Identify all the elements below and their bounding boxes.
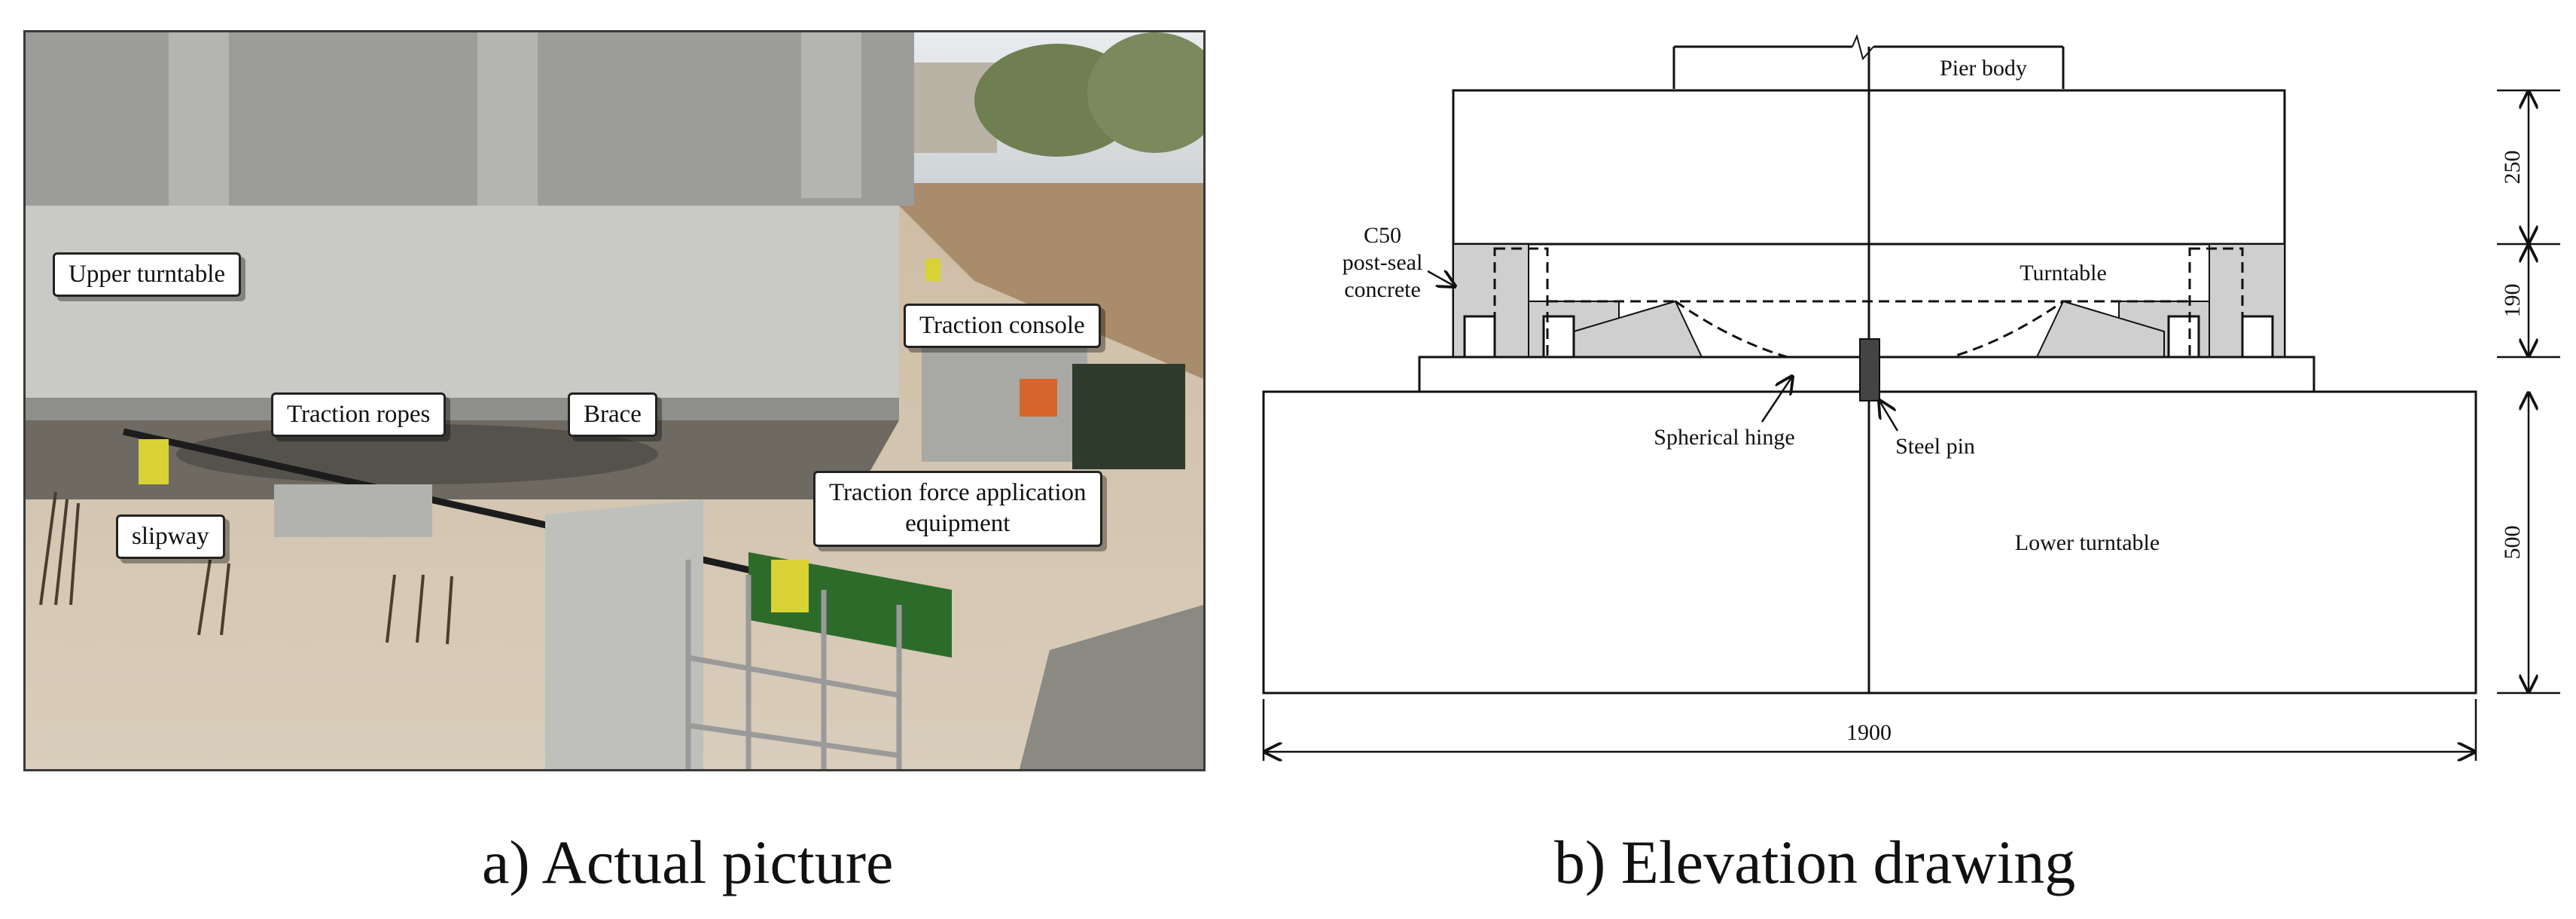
callout-traction-console: Traction console — [904, 304, 1101, 349]
caption-panel-a: a) Actual picture — [482, 828, 894, 896]
bridge-girder — [26, 32, 914, 206]
label-c50-line2: post-seal — [1343, 250, 1423, 275]
pier-body-outline — [1672, 45, 2065, 89]
callout-slipway: slipway — [116, 514, 225, 560]
embankment — [876, 183, 1203, 379]
break-mark — [1852, 33, 1874, 61]
callout-traction-ropes: Traction ropes — [271, 392, 447, 438]
anchor-blocks — [1463, 315, 2274, 359]
c50-leader — [1427, 271, 1455, 286]
callout-brace-text: Brace — [584, 401, 642, 428]
callout-traction-ropes-text: Traction ropes — [287, 401, 431, 428]
callout-upper-turntable-text: Upper turntable — [69, 261, 226, 288]
construction-site-photo — [26, 32, 1203, 769]
label-pier-body: Pier body — [1940, 56, 2027, 81]
traction-rope — [123, 428, 840, 594]
callout-slipway-text: slipway — [132, 523, 209, 550]
callout-traction-console-text: Traction console — [919, 312, 1085, 339]
label-lower-turntable: Lower turntable — [2015, 530, 2160, 555]
callout-brace: Brace — [568, 392, 657, 438]
label-turntable: Turntable — [2020, 261, 2107, 285]
pin-leader — [1879, 401, 1899, 432]
elevation-drawing-panel: Pier body C50 post-seal concrete Turntab… — [1235, 15, 2568, 791]
dim-width-text: 1900 — [1846, 720, 1892, 745]
traction-console-unit — [1072, 364, 1185, 469]
worker — [771, 560, 809, 612]
label-spherical-hinge: Spherical hinge — [1654, 425, 1794, 450]
label-steel-pin: Steel pin — [1895, 434, 1975, 459]
caption-panel-b: b) Elevation drawing — [1554, 828, 2076, 896]
callout-upper-turntable: Upper turntable — [53, 252, 242, 298]
upper-turntable-block — [26, 206, 899, 409]
worker — [925, 258, 940, 281]
rebar — [39, 491, 453, 645]
callout-traction-force: Traction force application equipment — [813, 471, 1102, 547]
callout-traction-force-line1: Traction force application — [829, 479, 1087, 506]
label-c50-line1: C50 — [1364, 223, 1401, 248]
callout-traction-force-line2: equipment — [905, 510, 1011, 538]
photo-panel: Upper turntable Traction ropes Brace Tra… — [23, 30, 1206, 771]
dim-h-mid-text: 190 — [2500, 284, 2525, 318]
elevation-drawing: Pier body C50 post-seal concrete Turntab… — [1262, 33, 2560, 791]
scaffolding — [685, 560, 902, 769]
worker — [139, 439, 169, 484]
label-c50-line3: concrete — [1344, 277, 1421, 302]
steel-pin-shape — [1859, 338, 1880, 401]
dim-h-top-text: 250 — [2500, 151, 2525, 185]
hinge-leader — [1761, 377, 1792, 423]
dim-h-bottom-text: 500 — [2500, 526, 2525, 560]
concrete-abutment — [545, 499, 703, 769]
